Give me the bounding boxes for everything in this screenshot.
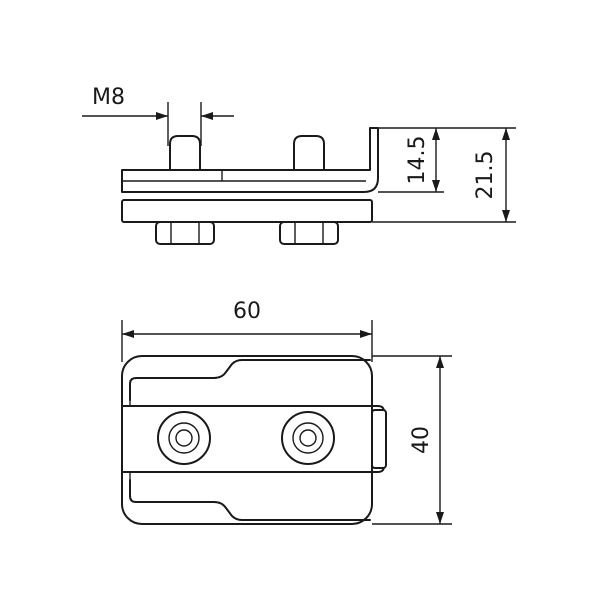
dim-21-5-label: 21.5: [473, 151, 498, 200]
dim-14-5-label: 14.5: [405, 136, 430, 185]
bolt-head-right: [281, 411, 335, 465]
upper-plate: [121, 127, 379, 193]
bolt-head-left: [157, 411, 211, 465]
m8-label: M8: [92, 85, 125, 110]
inner-profile-lower: [129, 479, 371, 521]
m8-arrow-left: [156, 112, 168, 120]
dim-14-5-arrow-top: [432, 128, 440, 140]
m8-arrow-right: [201, 112, 213, 120]
lower-plate: [121, 199, 373, 223]
inner-profile: [129, 359, 371, 401]
dim-40-arrow-bottom: [436, 512, 444, 524]
nut-left: [155, 221, 215, 245]
dim-60-label: 60: [233, 299, 261, 324]
dim-21-5-arrow-bottom: [502, 210, 510, 222]
top-view: 60 40: [121, 299, 452, 525]
dim-60-arrow-left: [122, 330, 134, 338]
nut-right: [279, 221, 339, 245]
dim-14-5-arrow-bottom: [432, 180, 440, 192]
dim-40-arrow-top: [436, 356, 444, 368]
dim-40-label: 40: [409, 426, 434, 454]
side-tab: [371, 409, 387, 469]
bolt-shank-left: [169, 135, 201, 171]
dim-60-arrow-right: [360, 330, 372, 338]
dim-21-5-arrow-top: [502, 128, 510, 140]
bolt-shank-right: [293, 135, 325, 171]
side-view: M8 14.5 21.5: [82, 85, 516, 245]
